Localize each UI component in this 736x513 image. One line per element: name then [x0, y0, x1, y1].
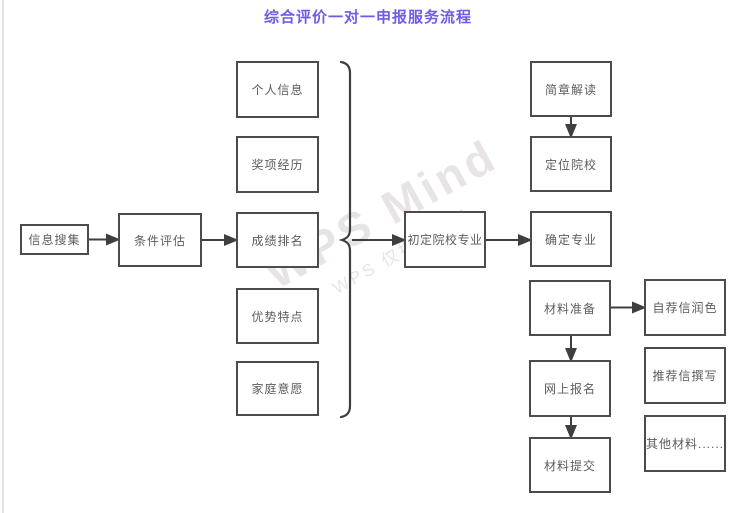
node-material-submission[interactable]: 材料提交 [529, 437, 611, 493]
node-info-collection[interactable]: 信息搜集 [20, 224, 89, 255]
grouping-brace [338, 60, 352, 419]
node-recommendation-writing[interactable]: 推荐信撰写 [644, 347, 726, 404]
node-brochure-reading[interactable]: 简章解读 [530, 61, 612, 117]
node-other-materials[interactable]: 其他材料...... [644, 415, 726, 472]
node-family-wishes[interactable]: 家庭意愿 [236, 361, 319, 416]
node-online-registration[interactable]: 网上报名 [529, 360, 611, 417]
arrow-evaluation-to-ranking [202, 234, 239, 246]
node-award-experience[interactable]: 奖项经历 [236, 136, 319, 193]
node-condition-evaluation[interactable]: 条件评估 [118, 213, 202, 267]
arrow-registration-to-submission [565, 417, 577, 440]
node-personal-info[interactable]: 个人信息 [236, 61, 319, 118]
arrow-preliminary-to-major [486, 234, 533, 246]
page-title[interactable]: 综合评价一对一申报服务流程 [263, 9, 472, 26]
arrow-preparation-to-registration [565, 336, 577, 363]
node-cover-letter-polishing[interactable]: 自荐信润色 [644, 279, 726, 336]
node-school-positioning[interactable]: 定位院校 [530, 136, 612, 192]
arrow-brace-to-preliminary [352, 234, 407, 246]
arrow-preparation-to-coverletter [611, 301, 647, 314]
node-material-preparation[interactable]: 材料准备 [529, 280, 611, 336]
node-advantage-traits[interactable]: 优势特点 [236, 288, 319, 344]
node-preliminary-school-major[interactable]: 初定院校专业 [404, 211, 486, 268]
page-left-edge-line [2, 0, 4, 513]
node-major-confirmation[interactable]: 确定专业 [530, 211, 612, 267]
arrow-brochure-to-positioning [565, 117, 577, 139]
arrow-info-to-evaluation [89, 233, 121, 246]
node-grade-ranking[interactable]: 成绩排名 [236, 212, 319, 268]
